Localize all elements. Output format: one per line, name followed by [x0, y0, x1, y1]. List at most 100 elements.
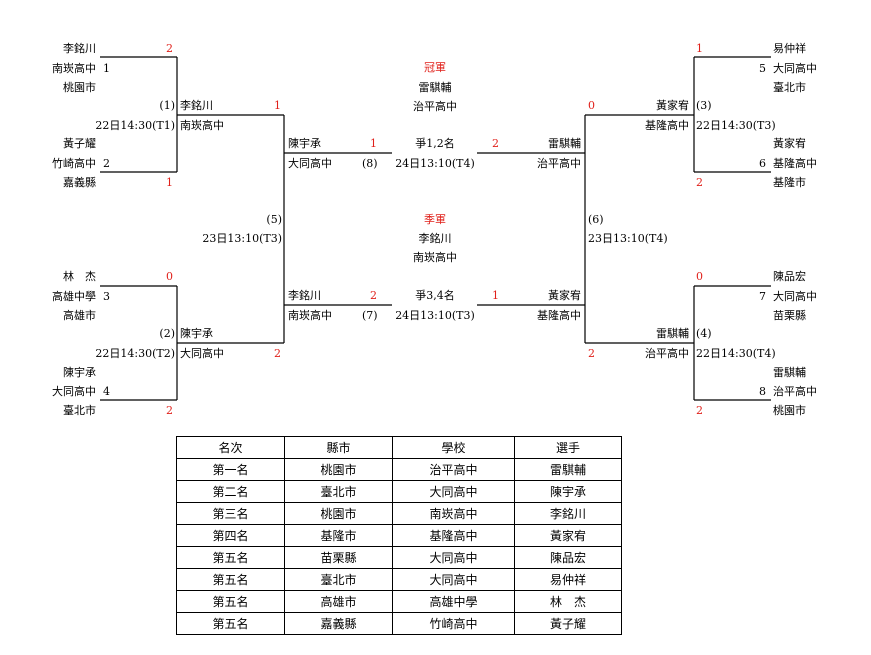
table-row: 第一名 桃園市 治平高中 雷騏輔 [176, 458, 622, 481]
match-score: 2 [588, 347, 595, 360]
player-name: 林 杰 [63, 270, 96, 283]
finalist-score: 1 [370, 137, 377, 150]
player-seed: 4 [103, 385, 110, 398]
match-label: (4) [696, 327, 712, 340]
finalist-school: 大同高中 [288, 157, 332, 170]
champion-title: 冠軍 [424, 61, 446, 74]
column-header: 名次 [176, 436, 285, 459]
player-name: 雷騏輔 [773, 366, 806, 379]
player-seed: 1 [103, 62, 110, 75]
table-cell: 第五名 [176, 546, 285, 569]
player-school: 大同高中 [773, 290, 817, 303]
player-city: 苗栗縣 [773, 309, 806, 322]
bracket-lines [100, 56, 771, 401]
match-time: 22日14:30(T3) [696, 119, 776, 132]
table-cell: 大同高中 [392, 546, 515, 569]
player-score: 1 [166, 176, 173, 189]
winner-name: 黃家宥 [656, 99, 689, 112]
table-cell: 雷騏輔 [514, 458, 622, 481]
final-match-label: 爭1,2名 [415, 137, 455, 150]
table-cell: 高雄中學 [392, 590, 515, 613]
finalist-school: 治平高中 [537, 157, 581, 170]
table-cell: 基隆市 [284, 524, 393, 547]
third-contender-score: 1 [492, 289, 499, 302]
column-header: 選手 [514, 436, 622, 459]
table-row: 第五名 嘉義縣 竹崎高中 黃子耀 [176, 612, 622, 635]
table-row: 第五名 高雄市 高雄中學 林 杰 [176, 590, 622, 613]
table-cell: 治平高中 [392, 458, 515, 481]
player-city: 高雄市 [63, 309, 96, 322]
table-cell: 第二名 [176, 480, 285, 503]
third-contender-school: 基隆高中 [537, 309, 581, 322]
player-city: 臺北市 [773, 81, 806, 94]
table-cell: 第一名 [176, 458, 285, 481]
player-school: 治平高中 [773, 385, 817, 398]
player-name: 李銘川 [63, 42, 96, 55]
table-cell: 第四名 [176, 524, 285, 547]
match-label: (5) [266, 213, 282, 226]
player-school: 基隆高中 [773, 157, 817, 170]
match-score: 0 [588, 99, 595, 112]
player-score: 0 [166, 270, 173, 283]
player-city: 桃園市 [773, 404, 806, 417]
player-name: 黃子耀 [63, 137, 96, 150]
third-contender-name: 黃家宥 [548, 289, 581, 302]
third-place-school: 南崁高中 [413, 251, 457, 264]
player-school: 大同高中 [52, 385, 96, 398]
third-place-name: 李銘川 [418, 232, 452, 245]
table-cell: 南崁高中 [392, 502, 515, 525]
table-cell: 臺北市 [284, 480, 393, 503]
player-name: 黃家宥 [773, 137, 806, 150]
player-seed: 3 [103, 290, 110, 303]
match-time: 22日14:30(T4) [696, 347, 776, 360]
match-time: 22日14:30(T2) [95, 347, 175, 360]
match-label: (7) [362, 309, 378, 322]
match-score: 2 [274, 347, 281, 360]
table-cell: 臺北市 [284, 568, 393, 591]
match-score: 1 [274, 99, 281, 112]
winner-school: 治平高中 [645, 347, 689, 360]
winner-school: 南崁高中 [180, 119, 224, 132]
player-school: 大同高中 [773, 62, 817, 75]
player-score: 2 [696, 404, 703, 417]
player-name: 陳品宏 [773, 270, 806, 283]
match-time: 23日13:10(T4) [588, 232, 668, 245]
table-cell: 竹崎高中 [392, 612, 515, 635]
final-match-time: 24日13:10(T4) [395, 157, 475, 170]
results-table: 名次 縣市 學校 選手 第一名 桃園市 治平高中 雷騏輔 第二名 臺北市 大同高… [176, 436, 622, 635]
finalist-name: 雷騏輔 [548, 137, 581, 150]
player-city: 嘉義縣 [63, 176, 96, 189]
table-cell: 第五名 [176, 612, 285, 635]
table-row: 第五名 臺北市 大同高中 易仲祥 [176, 568, 622, 591]
table-cell: 第三名 [176, 502, 285, 525]
table-cell: 高雄市 [284, 590, 393, 613]
table-cell: 黃子耀 [514, 612, 622, 635]
match-time: 22日14:30(T1) [95, 119, 175, 132]
table-row: 第二名 臺北市 大同高中 陳宇承 [176, 480, 622, 503]
player-city: 桃園市 [63, 81, 96, 94]
third-place-title: 季軍 [424, 213, 446, 226]
player-seed: 6 [759, 157, 766, 170]
match-label: (3) [696, 99, 712, 112]
match-label: (6) [588, 213, 604, 226]
player-name: 易仲祥 [773, 42, 806, 55]
third-match-time: 24日13:10(T3) [395, 309, 475, 322]
table-cell: 林 杰 [514, 590, 622, 613]
winner-school: 基隆高中 [645, 119, 689, 132]
winner-name: 雷騏輔 [656, 327, 689, 340]
winner-school: 大同高中 [180, 347, 224, 360]
player-score: 0 [696, 270, 703, 283]
table-cell: 基隆高中 [392, 524, 515, 547]
player-school: 竹崎高中 [52, 157, 96, 170]
table-cell: 陳品宏 [514, 546, 622, 569]
finalist-score: 2 [492, 137, 499, 150]
player-seed: 7 [759, 290, 766, 303]
table-cell: 第五名 [176, 590, 285, 613]
player-score: 2 [166, 42, 173, 55]
table-row: 第五名 苗栗縣 大同高中 陳品宏 [176, 546, 622, 569]
third-match-label: 爭3,4名 [415, 289, 455, 302]
table-cell: 大同高中 [392, 568, 515, 591]
table-cell: 陳宇承 [514, 480, 622, 503]
third-contender-score: 2 [370, 289, 377, 302]
column-header: 縣市 [284, 436, 393, 459]
